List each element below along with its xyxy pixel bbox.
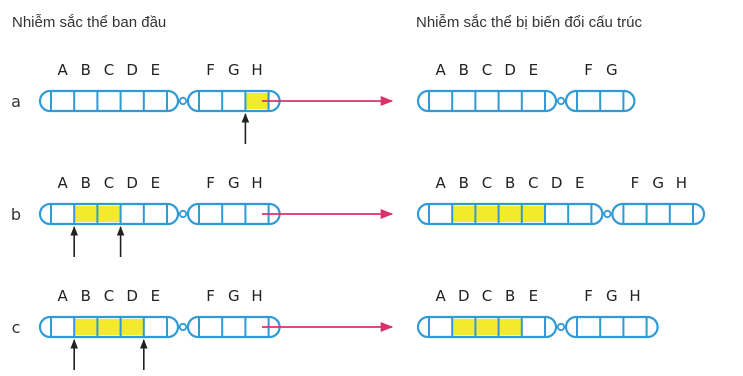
row-a-mutated-arm1-outline [416,89,558,113]
row-c-original-gene-label: C [104,287,114,305]
row-c-original-gene-label: E [151,287,160,305]
row-a-mutated-gene-label: F [584,61,593,79]
row-b-label: b [11,205,21,224]
row-c-mutated-arm2-outline [564,315,659,339]
row-c-original-arm1-outline [38,315,180,339]
row-a-original-gene-label: E [151,61,160,79]
row-b-original-gene-label: E [151,174,160,192]
row-b-mutated-gene-label: A [435,174,446,192]
row-b-mutated-gene-label: B [505,174,515,192]
row-c-original-gene-label: A [57,287,68,305]
row-c-mutated-gene-label: C [482,287,492,305]
row-b-mutated-gene-label: F [631,174,640,192]
row-b-original-arm1-outline [38,202,180,226]
mutated-chromosome-header: Nhiễm sắc thể bị biến đổi cấu trúc [416,14,642,31]
row-a-mutated-gene-label: B [459,61,469,79]
row-c-label: c [12,318,21,337]
row-b-original-centromere [178,209,188,219]
row-a-original-gene-label: A [57,61,68,79]
row-b-mutated-arm2-outline [611,202,706,226]
row-c-original-arm1-highlight-b [74,319,98,335]
row-b-mutated-gene-label: C [482,174,492,192]
row-b-original-gene-label: H [251,174,262,192]
row-c-original-arm1-highlight-c [97,319,121,335]
row-c-original-arm1-highlight-d [120,319,144,335]
row-b-original-gene-label: G [228,174,240,192]
row-a-mutated-gene-label: D [504,61,516,79]
row-b-original-gene-label: F [206,174,215,192]
row-a-original-gene-label: C [104,61,114,79]
row-c-mutated-gene-label: G [606,287,618,305]
row-a-original-arm1-outline [38,89,180,113]
row-b-original-gene-label: C [104,174,114,192]
row-a-mutated-centromere [556,96,566,106]
row-b-mutated-arm1-highlight-c [521,206,545,222]
row-b-mutated-arm1-highlight-b [498,206,522,222]
row-c-mutated-arm1-highlight-d [452,319,476,335]
row-c-mutated-arm1-highlight-c [475,319,499,335]
row-c-mutated-gene-label: F [584,287,593,305]
row-c-original-gene-label: B [81,287,91,305]
row-b-mutated-arm1-outline [416,202,604,226]
row-b-original-gene-label: B [81,174,91,192]
row-a-original-gene-label: D [126,61,138,79]
row-b-mutated-arm1-highlight-c [475,206,499,222]
row-b-mutated-gene-label: E [575,174,584,192]
row-c-original-gene-label: D [126,287,138,305]
row-a-label: a [11,92,21,111]
row-a-original-gene-label: B [81,61,91,79]
row-c-original-centromere [178,322,188,332]
row-a-original-gene-label: G [228,61,240,79]
row-c-original-gene-label: G [228,287,240,305]
row-c-original-gene-label: H [251,287,262,305]
row-c-mutated-gene-label: A [435,287,446,305]
row-b-original-gene-label: A [57,174,68,192]
row-b-mutated-gene-label: C [528,174,538,192]
row-c-original-gene-label: F [206,287,215,305]
row-a-mutated-gene-label: A [435,61,446,79]
row-b-mutated-gene-label: D [551,174,563,192]
row-c-mutated-gene-label: D [458,287,470,305]
row-c-mutated-gene-label: B [505,287,515,305]
row-b-mutated-gene-label: H [676,174,687,192]
row-a-mutated-gene-label: C [482,61,492,79]
row-a-mutated-gene-label: G [606,61,618,79]
row-c-mutated-arm1-outline [416,315,558,339]
original-chromosome-header: Nhiễm sắc thể ban đầu [12,14,167,31]
row-b-mutated-arm1-highlight-b [452,206,476,222]
row-b-original-arm1-highlight-b [74,206,98,222]
row-c-mutated-arm1-highlight-b [498,319,522,335]
row-c-mutated-gene-label: H [629,287,640,305]
row-b-original-gene-label: D [126,174,138,192]
row-a-mutated-arm2-outline [564,89,636,113]
row-c-mutated-centromere [556,322,566,332]
row-a-original-centromere [178,96,188,106]
row-b-mutated-gene-label: G [652,174,664,192]
row-c-mutated-gene-label: E [529,287,538,305]
row-b-original-arm1-highlight-c [97,206,121,222]
row-a-original-arm2-highlight-h [245,93,269,109]
row-b-mutated-gene-label: B [459,174,469,192]
row-a-original-gene-label: F [206,61,215,79]
row-b-mutated-centromere [603,209,612,219]
row-a-mutated-gene-label: E [529,61,538,79]
row-a-original-gene-label: H [251,61,262,79]
